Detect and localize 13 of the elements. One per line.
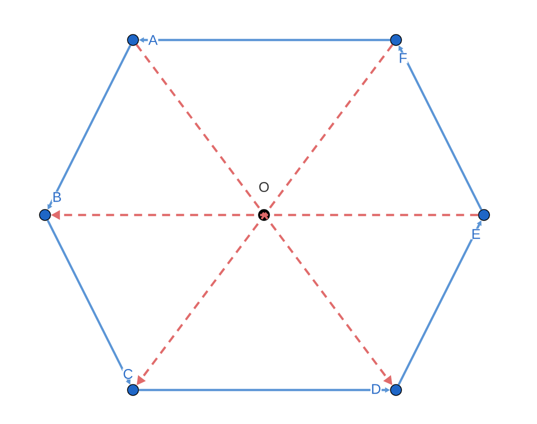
point-label: F <box>398 52 408 64</box>
point <box>39 209 51 221</box>
point-label: O <box>258 182 270 192</box>
point-label: A <box>148 34 158 46</box>
point <box>390 34 402 46</box>
point <box>478 209 490 221</box>
point-label: E <box>470 228 482 240</box>
point-label: B <box>52 192 62 202</box>
point <box>127 34 139 46</box>
point-label: D <box>370 384 382 394</box>
point <box>127 384 139 396</box>
point <box>390 384 402 396</box>
point-label: C <box>122 368 134 380</box>
